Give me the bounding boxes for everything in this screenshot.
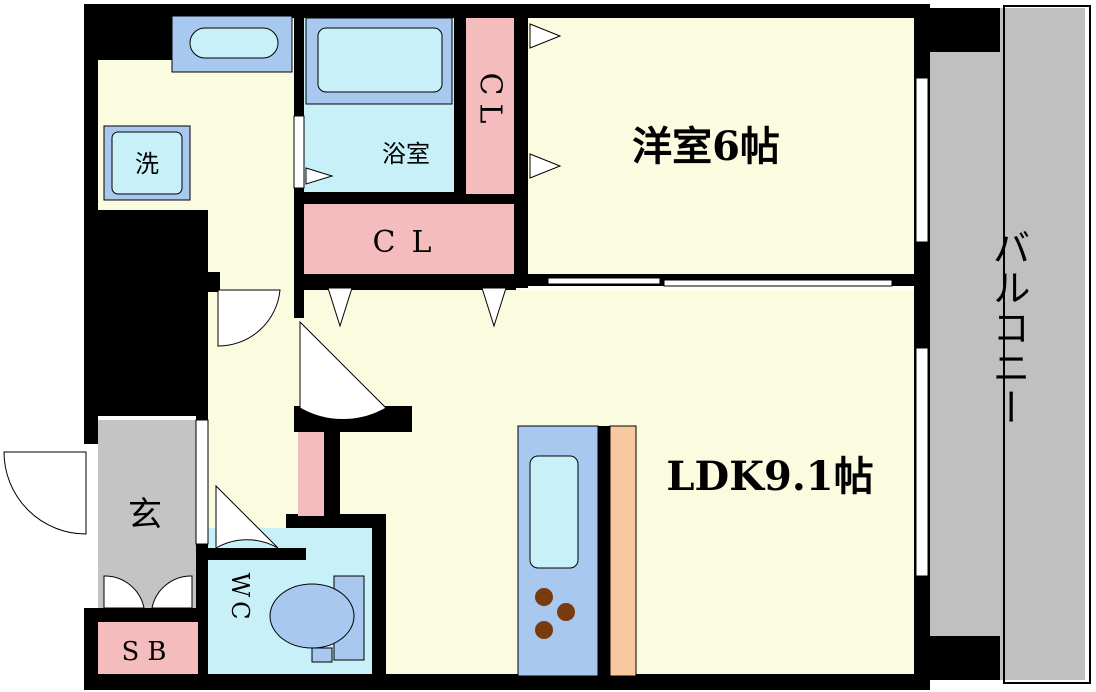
closet-large (304, 204, 514, 274)
closet-large-label: CL (373, 225, 448, 260)
stove-burner-icon (557, 603, 575, 621)
toilet-label: WC (226, 572, 254, 623)
closet-small (466, 18, 514, 194)
sink-icon (529, 455, 579, 569)
window-icon (195, 77, 929, 577)
western-room-label: 洋室6帖 (632, 123, 780, 170)
bathtub-icon (305, 17, 453, 105)
closets (98, 18, 514, 674)
entrance-label: 玄 (128, 495, 162, 535)
bathroom-label: 浴室 (382, 140, 430, 168)
balcony (930, 5, 1091, 684)
closet-small-label: CL (473, 73, 508, 132)
washer-label: 洗 (135, 150, 159, 178)
door-swing-icon (3, 23, 562, 609)
toilet-icon (269, 575, 365, 663)
balcony-label: バルコニー (986, 228, 1030, 428)
sliding-door-icon (547, 277, 893, 287)
hall-storage (298, 432, 324, 516)
washbasin-icon (171, 15, 293, 73)
kitchen-counter (517, 425, 637, 677)
stove-burner-icon (535, 621, 553, 639)
room-labels: 洋室6帖 LDK9.1帖 浴室 CL 洗 玄 SB CL WC バルコニー (122, 73, 1030, 667)
stove-burner-icon (535, 588, 553, 606)
shoe-box-label: SB (122, 637, 175, 667)
ldk-label: LDK9.1帖 (666, 453, 873, 500)
washing-machine-icon (103, 125, 191, 201)
shoe-box (98, 622, 198, 674)
